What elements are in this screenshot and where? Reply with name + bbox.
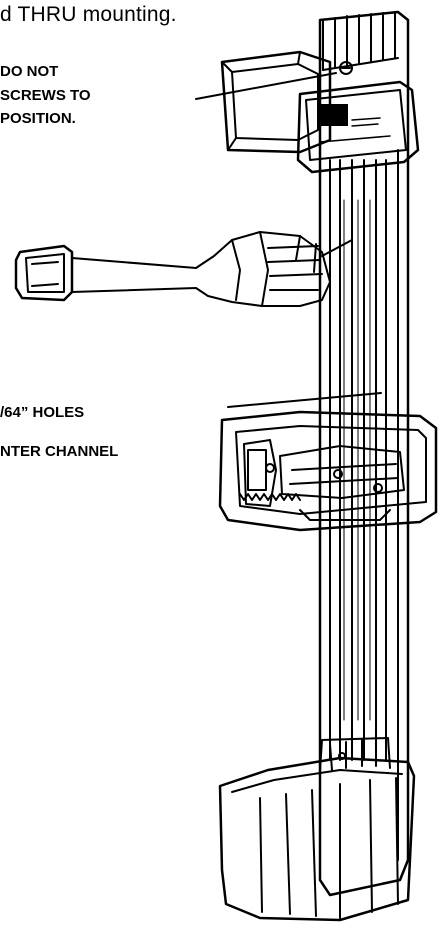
header-text: d THRU mounting. [0, 3, 177, 26]
middle-clamp [218, 410, 438, 532]
leader-line-1 [195, 72, 337, 100]
callout-1-line-3: POSITION. [0, 110, 76, 127]
callout-2-line-2: NTER CHANNEL [0, 443, 119, 460]
brand-plate [296, 80, 420, 174]
callout-2-line-1: /64” HOLES [0, 404, 85, 421]
screw-head-icon [339, 61, 353, 75]
bottom-cup [218, 737, 416, 922]
leader-line-2 [227, 392, 382, 408]
callout-1-line-2: SCREWS TO [0, 87, 91, 104]
top-bracket [220, 50, 353, 154]
support-arm [14, 231, 353, 307]
main-rail [318, 10, 410, 897]
callout-1-line-1: DO NOT [0, 63, 59, 80]
